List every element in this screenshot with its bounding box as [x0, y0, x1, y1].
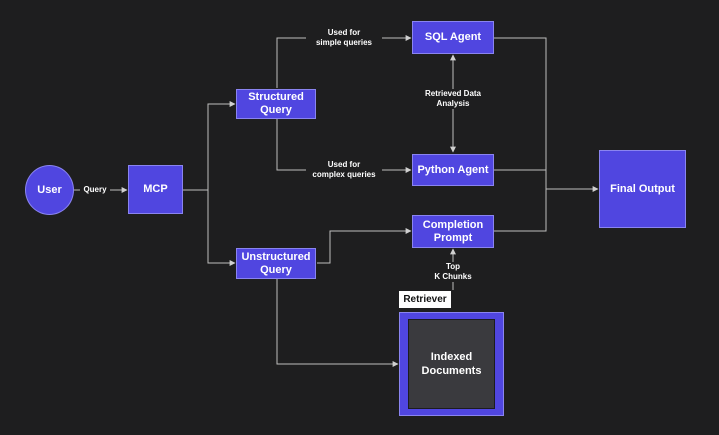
edge-sql-final	[494, 37, 547, 189]
edge-label-topk: Top K Chunks	[428, 262, 478, 282]
edge-mcp-structured	[183, 101, 236, 191]
mcp-node: MCP	[128, 165, 183, 214]
edge-label-query: Query	[80, 185, 110, 195]
sql-agent-node: SQL Agent	[412, 21, 494, 54]
indexed-documents-node: Indexed Documents	[408, 319, 495, 409]
python-agent-node: Python Agent	[412, 154, 494, 186]
edge-unstructured-completion	[317, 228, 412, 264]
unstructured-query-node: Unstructured Query	[236, 248, 316, 279]
edge-label-retrieved: Retrieved Data Analysis	[418, 89, 488, 109]
retriever-label: Retriever	[399, 291, 451, 308]
edge-label-simple: Used for simple queries	[306, 28, 382, 48]
edge-unstructured-indexed	[276, 279, 399, 367]
edge-completion-final	[494, 189, 547, 232]
structured-query-node: Structured Query	[236, 89, 316, 119]
completion-prompt-node: Completion Prompt	[412, 215, 494, 248]
user-node: User	[25, 165, 74, 215]
edge-label-complex: Used for complex queries	[306, 160, 382, 180]
edge-mcp-unstructured	[207, 190, 236, 266]
final-output-node: Final Output	[599, 150, 686, 228]
